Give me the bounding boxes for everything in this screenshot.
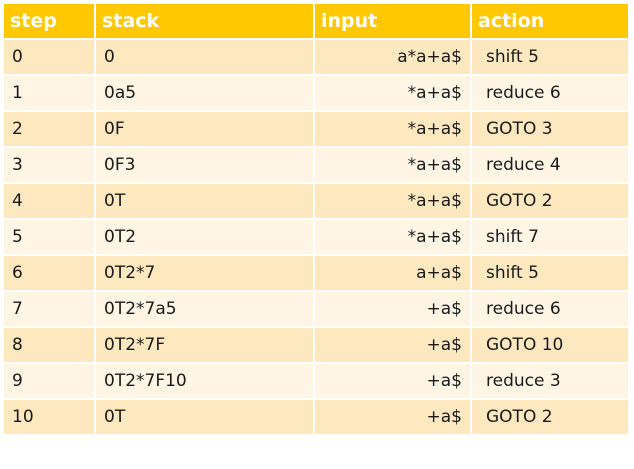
column-header-stack: stack [96, 4, 313, 38]
column-header-input: input [315, 4, 470, 38]
cell-input: a*a+a$ [315, 40, 470, 74]
cell-action: GOTO 2 [472, 400, 628, 434]
cell-action: shift 5 [472, 40, 628, 74]
cell-step: 6 [4, 256, 94, 290]
header-row: step stack input action [4, 4, 628, 38]
cell-step: 3 [4, 148, 94, 182]
cell-action: GOTO 2 [472, 184, 628, 218]
column-header-action: action [472, 4, 628, 38]
cell-input: +a$ [315, 400, 470, 434]
table-row: 8 0T2*7F +a$ GOTO 10 [4, 328, 628, 362]
cell-action: reduce 6 [472, 76, 628, 110]
cell-stack: 0T2*7 [96, 256, 313, 290]
cell-stack: 0a5 [96, 76, 313, 110]
cell-input: *a+a$ [315, 184, 470, 218]
cell-action: shift 5 [472, 256, 628, 290]
cell-step: 0 [4, 40, 94, 74]
table-row: 10 0T +a$ GOTO 2 [4, 400, 628, 434]
cell-step: 1 [4, 76, 94, 110]
cell-action: reduce 6 [472, 292, 628, 326]
cell-stack: 0T2*7F [96, 328, 313, 362]
cell-step: 7 [4, 292, 94, 326]
cell-input: *a+a$ [315, 112, 470, 146]
table-row: 5 0T2 *a+a$ shift 7 [4, 220, 628, 254]
column-header-step: step [4, 4, 94, 38]
cell-stack: 0T2*7F10 [96, 364, 313, 398]
table-body: 0 0 a*a+a$ shift 5 1 0a5 *a+a$ reduce 6 … [4, 40, 628, 434]
cell-input: a+a$ [315, 256, 470, 290]
table-row: 6 0T2*7 a+a$ shift 5 [4, 256, 628, 290]
cell-input: *a+a$ [315, 220, 470, 254]
cell-action: GOTO 10 [472, 328, 628, 362]
cell-step: 9 [4, 364, 94, 398]
cell-action: reduce 4 [472, 148, 628, 182]
cell-step: 8 [4, 328, 94, 362]
table-row: 9 0T2*7F10 +a$ reduce 3 [4, 364, 628, 398]
cell-action: shift 7 [472, 220, 628, 254]
table-row: 1 0a5 *a+a$ reduce 6 [4, 76, 628, 110]
parse-trace-table: step stack input action 0 0 a*a+a$ shift… [2, 2, 630, 436]
cell-step: 5 [4, 220, 94, 254]
cell-step: 10 [4, 400, 94, 434]
cell-input: *a+a$ [315, 76, 470, 110]
table-row: 7 0T2*7a5 +a$ reduce 6 [4, 292, 628, 326]
cell-stack: 0F3 [96, 148, 313, 182]
table-row: 2 0F *a+a$ GOTO 3 [4, 112, 628, 146]
cell-stack: 0T [96, 184, 313, 218]
table-header: step stack input action [4, 4, 628, 38]
cell-input: *a+a$ [315, 148, 470, 182]
cell-step: 4 [4, 184, 94, 218]
table-row: 0 0 a*a+a$ shift 5 [4, 40, 628, 74]
table-row: 4 0T *a+a$ GOTO 2 [4, 184, 628, 218]
cell-stack: 0F [96, 112, 313, 146]
cell-action: reduce 3 [472, 364, 628, 398]
cell-input: +a$ [315, 292, 470, 326]
cell-input: +a$ [315, 328, 470, 362]
cell-stack: 0T [96, 400, 313, 434]
cell-action: GOTO 3 [472, 112, 628, 146]
cell-input: +a$ [315, 364, 470, 398]
table-row: 3 0F3 *a+a$ reduce 4 [4, 148, 628, 182]
cell-stack: 0 [96, 40, 313, 74]
cell-stack: 0T2 [96, 220, 313, 254]
cell-step: 2 [4, 112, 94, 146]
cell-stack: 0T2*7a5 [96, 292, 313, 326]
